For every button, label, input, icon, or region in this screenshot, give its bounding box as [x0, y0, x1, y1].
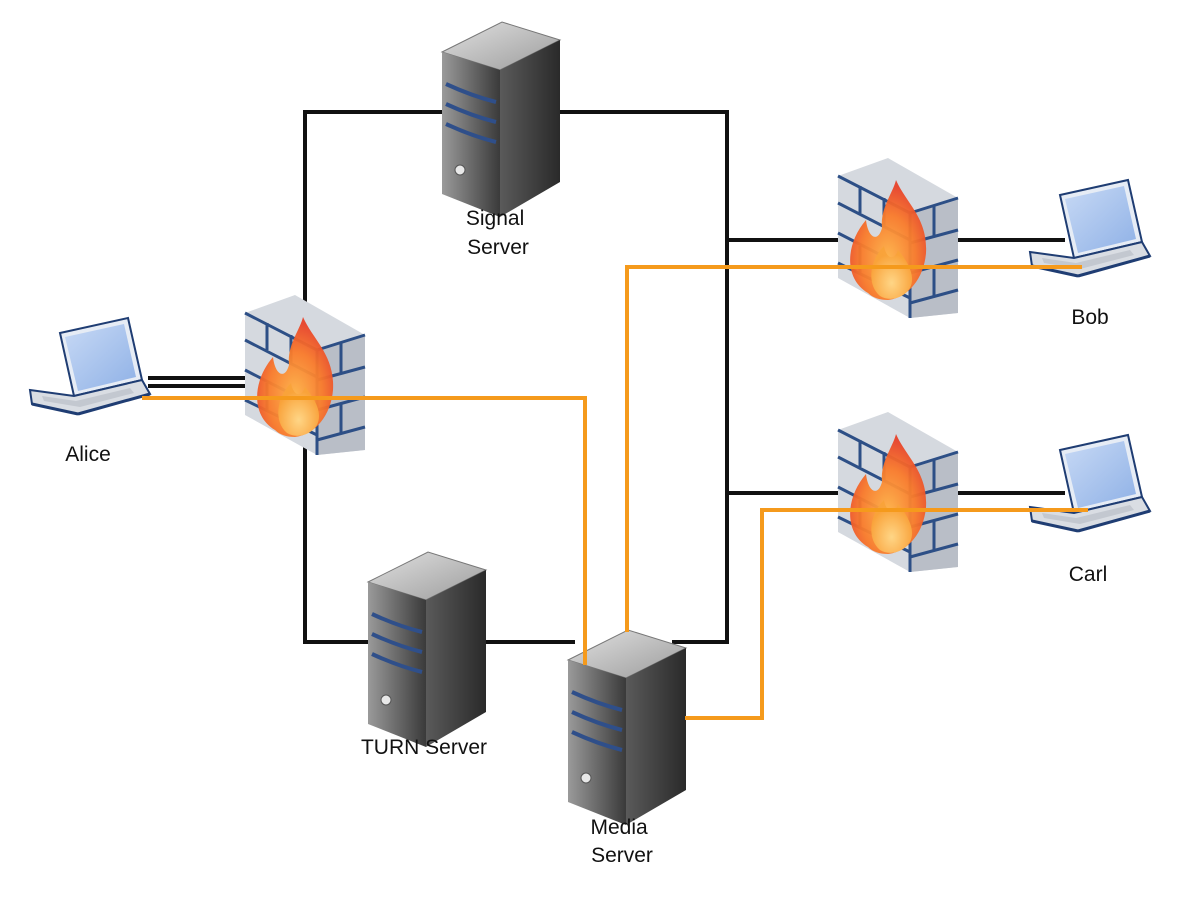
alice-laptop-icon[interactable]	[28, 316, 152, 416]
turn-server-icon[interactable]	[366, 550, 488, 749]
signal-server-label: Signal Server	[466, 207, 530, 259]
media-server-label-line1: Media	[590, 816, 648, 839]
alice-label: Alice	[65, 443, 111, 466]
network-links	[148, 110, 1065, 644]
bob-label: Bob	[1071, 306, 1108, 329]
link-signal-left	[303, 110, 445, 325]
link-signal-right	[555, 110, 729, 644]
media-server-label-line2: Server	[591, 844, 653, 867]
carl-label: Carl	[1069, 563, 1108, 586]
carl-laptop-icon[interactable]	[1028, 433, 1152, 533]
media-link-carl	[685, 508, 1088, 720]
turn-server-label: TURN Server	[361, 736, 487, 759]
carl-firewall-icon[interactable]	[836, 410, 960, 574]
signal-server-label-line2: Server	[467, 236, 529, 259]
signal-server-icon[interactable]	[440, 20, 562, 219]
media-link-alice	[142, 396, 587, 665]
link-turn-loop	[303, 445, 372, 644]
media-links	[142, 265, 1088, 720]
signal-server-label-line1: Signal	[466, 207, 524, 230]
media-server-label: Media Server	[590, 816, 653, 867]
alice-firewall-icon[interactable]	[243, 293, 367, 457]
media-link-bob	[625, 265, 1082, 632]
bob-firewall-icon[interactable]	[836, 156, 960, 320]
bob-laptop-icon[interactable]	[1028, 178, 1152, 278]
